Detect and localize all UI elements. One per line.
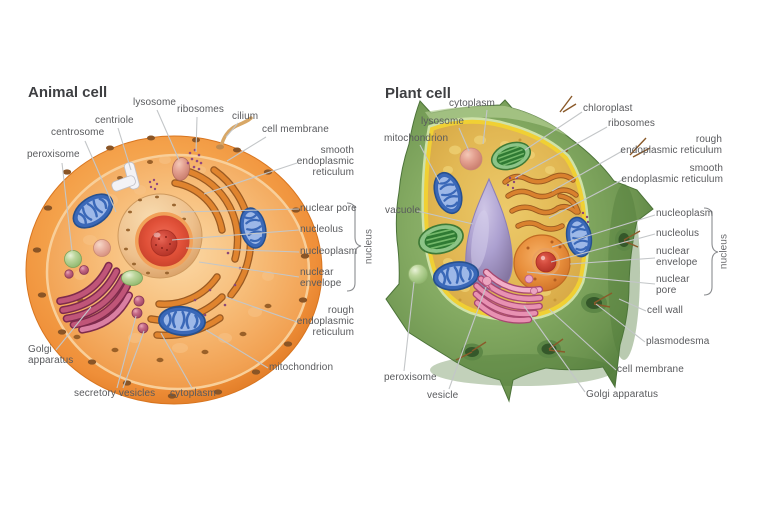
plant-label-smooth-er: smooth endoplasmic reticulum — [621, 163, 723, 185]
plant-label-cell-wall: cell wall — [647, 305, 683, 316]
plant-label-nuclear-pore: nuclear pore — [656, 274, 690, 296]
animal-cell-title: Animal cell — [28, 84, 108, 101]
plant-label-lysosome: lysosome — [421, 116, 465, 127]
plant-label-cytoplasm: cytoplasm — [449, 98, 495, 109]
plant-nucleus-bracket — [703, 207, 719, 296]
plant-cell-illustration — [385, 95, 654, 403]
animal-golgi-apparatus — [56, 261, 149, 334]
animal-leader-lines — [55, 109, 300, 389]
plant-label-ribosomes: ribosomes — [608, 118, 656, 129]
plant-golgi-apparatus — [472, 268, 544, 324]
plant-peroxisome-body — [408, 264, 428, 284]
animal-label-centriole: centriole — [95, 115, 134, 126]
animal-label-nucleolus: nucleolus — [300, 224, 344, 235]
plant-label-nucleus: nucleus — [718, 233, 730, 270]
plant-nucleus — [513, 234, 571, 292]
animal-label-ribosomes: ribosomes — [177, 104, 225, 115]
plant-leader-lines — [403, 109, 656, 393]
animal-vesicle-body — [121, 270, 143, 286]
animal-label-lysosome: lysosome — [133, 97, 177, 108]
plant-cell-title: Plant cell — [385, 85, 451, 102]
animal-label-smooth-er: smooth endoplasmic reticulum — [296, 145, 354, 178]
animal-label-mitochondrion: mitochondrion — [269, 362, 334, 373]
plant-label-peroxisome: peroxisome — [384, 372, 437, 383]
animal-label-nuclear-pore: nuclear pore — [300, 203, 357, 214]
animal-label-nucleoplasm: nucleoplasm — [300, 246, 358, 257]
plant-label-cell-membrane: cell membrane — [617, 364, 684, 375]
animal-label-cell-membrane: cell membrane — [262, 124, 329, 135]
animal-secretory-vesicle-balls — [64, 265, 149, 334]
animal-membrane-specks — [32, 135, 310, 399]
animal-label-nuclear-envelope: nuclear envelope — [300, 267, 342, 289]
animal-nucleus-bracket — [346, 202, 362, 292]
plant-label-vacuole: vacuole — [385, 205, 421, 216]
plant-label-plasmodesma: plasmodesma — [646, 336, 710, 347]
animal-cell-illustration — [25, 116, 323, 405]
animal-label-cytoplasm: cytoplasm — [170, 388, 216, 399]
animal-nucleus — [117, 193, 203, 279]
animal-label-secretory-vesicles: secretory vesicles — [74, 388, 156, 399]
plant-label-rough-er: rough endoplasmic reticulum — [620, 134, 722, 156]
plant-label-mitochondrion: mitochondrion — [384, 133, 449, 144]
plant-label-chloroplast: chloroplast — [583, 103, 633, 114]
plant-label-vesicle: vesicle — [427, 390, 459, 401]
animal-cilium-body — [216, 116, 253, 150]
plant-golgi-vesicle-balls — [482, 274, 538, 295]
animal-ribosome-dots — [148, 148, 203, 191]
animal-inner-specks — [73, 160, 272, 363]
animal-label-cilium: cilium — [232, 111, 259, 122]
plant-vacuole-body — [465, 177, 513, 291]
animal-peroxisome-body — [64, 250, 82, 268]
plant-label-nuclear-envelope: nuclear envelope — [656, 246, 698, 268]
animal-lysosome-body — [172, 157, 190, 181]
animal-label-nucleus: nucleus — [363, 228, 375, 265]
plant-lysosome-body — [459, 147, 483, 171]
plant-endoplasmic-reticulum — [502, 172, 581, 232]
plant-label-nucleolus: nucleolus — [656, 228, 700, 239]
animal-endosome-body — [93, 239, 111, 257]
animal-label-centrosome: centrosome — [51, 127, 105, 138]
plant-label-nucleoplasm: nucleoplasm — [656, 208, 714, 219]
animal-label-rough-er: rough endoplasmic reticulum — [296, 305, 354, 338]
plant-label-golgi-apparatus: Golgi apparatus — [586, 389, 659, 400]
animal-label-golgi-apparatus: Golgi apparatus — [28, 344, 74, 366]
animal-label-peroxisome: peroxisome — [27, 149, 80, 160]
